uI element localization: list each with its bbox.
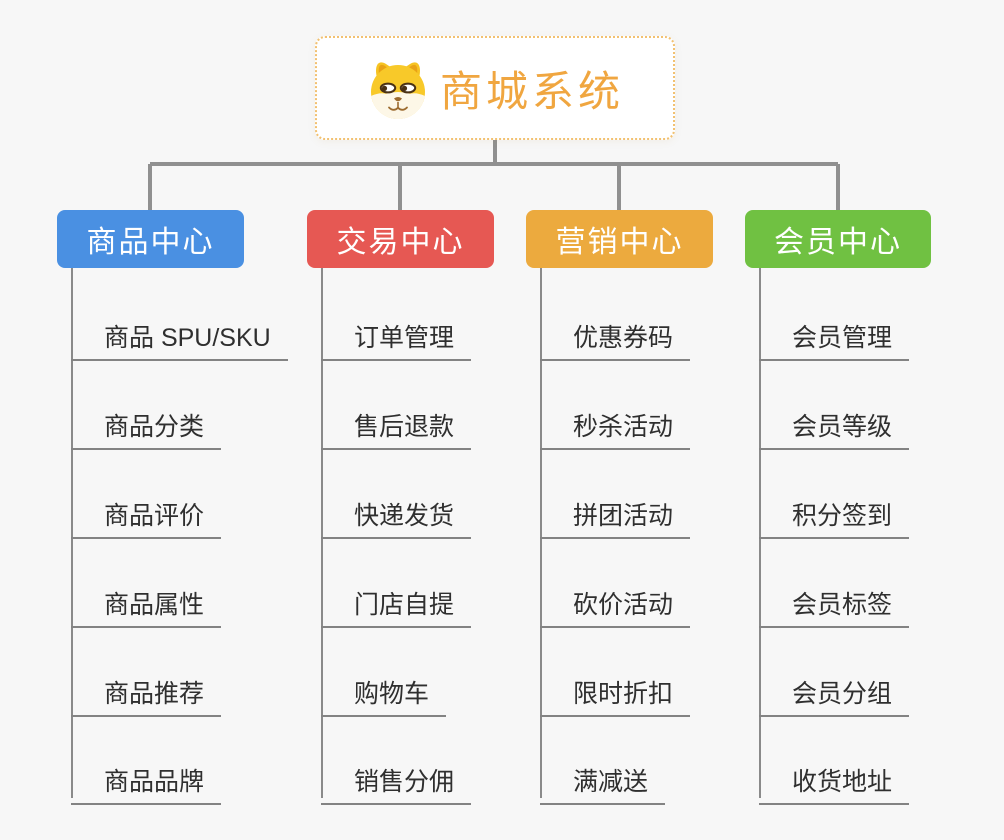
dog-face-icon [370, 62, 425, 119]
topic-item[interactable]: 商品 SPU/SKU [71, 310, 288, 361]
topic-item[interactable]: 会员等级 [759, 399, 910, 450]
branch-marketing-center[interactable]: 营销中心 [526, 210, 713, 268]
topic-item[interactable]: 积分签到 [759, 488, 910, 539]
topic-item[interactable]: 门店自提 [321, 577, 472, 628]
topic-item[interactable]: 商品品牌 [71, 754, 222, 805]
topic-item[interactable]: 会员管理 [759, 310, 910, 361]
topic-item[interactable]: 拼团活动 [540, 488, 691, 539]
topic-item[interactable]: 订单管理 [321, 310, 472, 361]
topic-item[interactable]: 商品推荐 [71, 666, 222, 717]
topic-item[interactable]: 商品分类 [71, 399, 222, 450]
topic-item[interactable]: 会员分组 [759, 666, 910, 717]
root-title: 商城系统 [439, 67, 624, 115]
branch-spine-line [71, 268, 73, 798]
topic-item[interactable]: 售后退款 [321, 399, 472, 450]
branch-spine-line [540, 268, 542, 798]
branch-product-center[interactable]: 商品中心 [57, 210, 244, 268]
topic-item[interactable]: 优惠券码 [540, 310, 691, 361]
topic-item[interactable]: 购物车 [321, 666, 447, 717]
topic-item[interactable]: 商品评价 [71, 488, 222, 539]
topic-item[interactable]: 快递发货 [321, 488, 472, 539]
topic-item[interactable]: 秒杀活动 [540, 399, 691, 450]
root-node[interactable]: 商城系统 [315, 36, 675, 140]
branch-member-center[interactable]: 会员中心 [745, 210, 931, 268]
topic-item[interactable]: 满减送 [540, 754, 666, 805]
topic-item[interactable]: 销售分佣 [321, 754, 472, 805]
branch-trade-center[interactable]: 交易中心 [307, 210, 494, 268]
branch-spine-line [759, 268, 761, 798]
topic-item[interactable]: 商品属性 [71, 577, 222, 628]
topic-item[interactable]: 会员标签 [759, 577, 910, 628]
topic-item[interactable]: 砍价活动 [540, 577, 691, 628]
branch-spine-line [321, 268, 323, 798]
topic-item[interactable]: 收货地址 [759, 754, 910, 805]
topic-item[interactable]: 限时折扣 [540, 666, 691, 717]
